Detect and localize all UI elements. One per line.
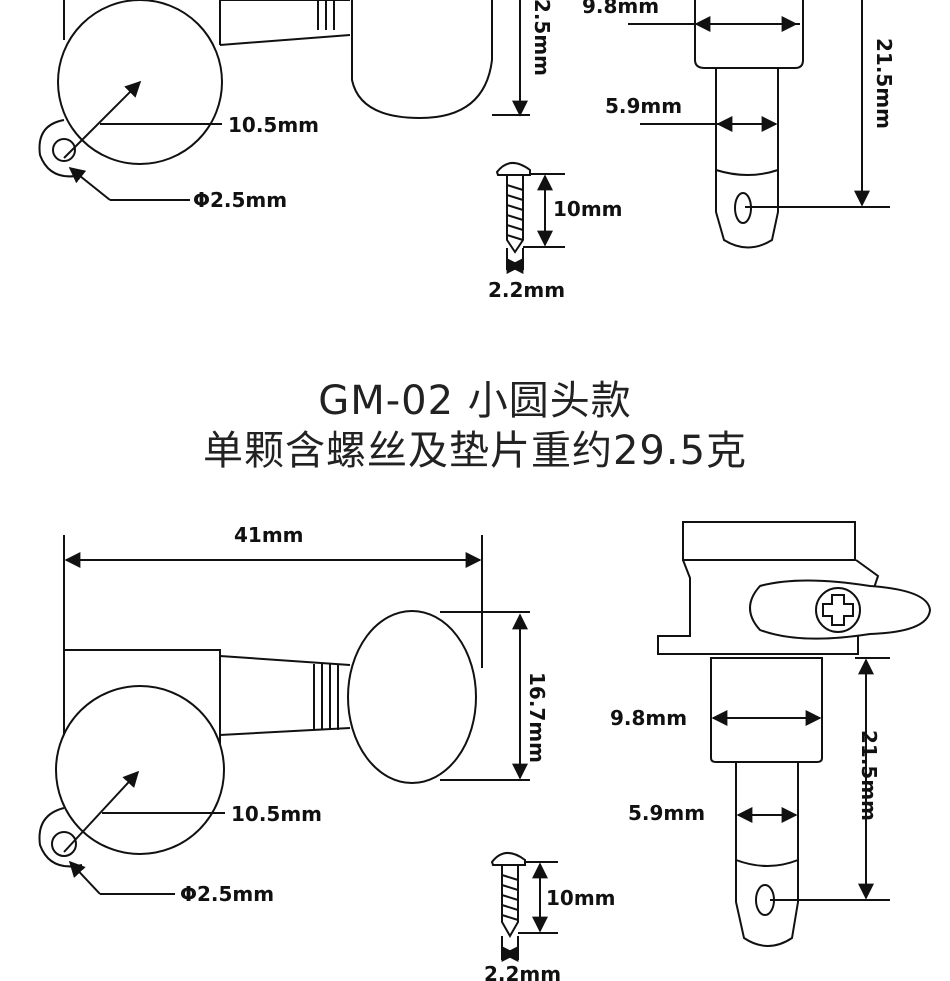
weight-subtitle: 单颗含螺丝及垫片重约29.5克	[202, 428, 748, 474]
bottom-overall-length-label: 41mm	[234, 523, 304, 547]
bottom-mount-hole	[51, 831, 77, 857]
bottom-top-width-label: 9.8mm	[610, 706, 687, 730]
bottom-gear-circle	[55, 685, 225, 855]
top-screw-width-label: 2.2mm	[488, 278, 565, 302]
top-hole-label: Φ2.5mm	[193, 188, 287, 212]
top-gear-diameter-label: 10.5mm	[228, 113, 319, 137]
bottom-tuner-front-view	[657, 521, 932, 947]
top-button-height-label: 12.5mm	[530, 0, 554, 76]
bottom-tuner-side-view	[38, 535, 530, 895]
bottom-shaft-width-label: 5.9mm	[628, 801, 705, 825]
bottom-screw	[490, 852, 558, 962]
top-shaft-width-label: 5.9mm	[605, 94, 682, 118]
top-tuner-side-view	[38, 0, 530, 201]
bottom-hole-label: Φ2.5mm	[180, 882, 274, 906]
top-screw	[495, 162, 565, 274]
top-total-height-label: 21.5mm	[872, 38, 896, 129]
bottom-button	[347, 610, 477, 784]
bottom-button-height-label: 16.7mm	[525, 672, 549, 763]
top-tuner-front-view	[628, 0, 890, 249]
top-screw-length-label: 10mm	[553, 197, 623, 221]
bottom-total-height-label: 21.5mm	[857, 730, 881, 821]
top-mount-hole	[52, 138, 76, 162]
bottom-gear-diameter-label: 10.5mm	[231, 802, 322, 826]
top-top-width-label: 9.8mm	[582, 0, 659, 18]
model-title: GM-02 小圆头款	[318, 378, 632, 424]
bottom-screw-length-label: 10mm	[546, 886, 616, 910]
bottom-screw-width-label: 2.2mm	[484, 962, 561, 981]
